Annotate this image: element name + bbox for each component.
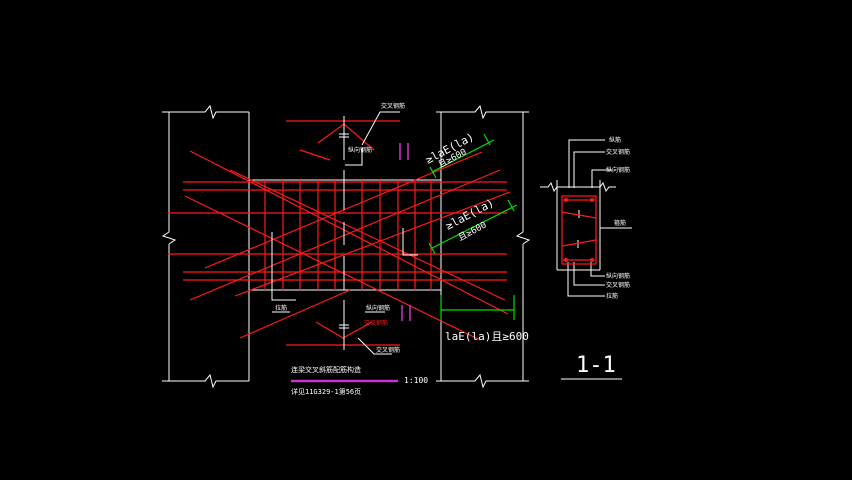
section-label-bottom-3: 拉筋 [606, 292, 618, 300]
diagonal-cross-bars [184, 149, 511, 341]
label-top-left: 纵向钢筋 [348, 146, 372, 154]
label-bottom-lower: 交叉钢筋 [376, 346, 400, 354]
section-label-top-2: 交叉钢筋 [606, 148, 630, 156]
section-label-top-1: 纵筋 [609, 136, 621, 144]
dim-label-bottom: laE(la)且≥600 [445, 330, 529, 343]
label-bottom-mid: 纵向钢筋 [366, 304, 390, 312]
label-top-right: 交叉钢筋 [381, 102, 405, 110]
left-column [161, 104, 250, 389]
stirrups [264, 180, 432, 290]
caption-scale: 1:100 [404, 376, 428, 385]
caption-title: 连梁交叉斜筋配筋构造 [291, 365, 361, 374]
label-bottom-red: 交叉钢筋 [364, 319, 388, 327]
tie-markers [271, 228, 418, 301]
beam-outline [249, 179, 441, 291]
leader-lines [272, 111, 400, 355]
longitudinal-bars [168, 181, 507, 281]
center-line [339, 116, 349, 350]
section-title: 1-1 [576, 353, 616, 378]
caption-reference: 详见11G329-1第56页 [291, 387, 361, 396]
section-label-bottom-2: 交叉钢筋 [606, 281, 630, 289]
label-bottom-left: 拉筋 [275, 304, 287, 312]
section-label-bottom-1: 纵向钢筋 [606, 272, 630, 280]
magenta-marks [399, 143, 411, 321]
right-column [436, 104, 531, 389]
section-view: 纵筋 交叉钢筋 纵向钢筋 箍筋 纵向钢筋 交叉钢筋 拉筋 1-1 [540, 136, 632, 380]
dimension-lines [428, 133, 518, 320]
section-label-mid: 箍筋 [614, 219, 626, 227]
section-label-top-3: 纵向钢筋 [606, 166, 630, 174]
drawing-caption: 连梁交叉斜筋配筋构造 1:100 详见11G329-1第56页 [291, 365, 428, 396]
